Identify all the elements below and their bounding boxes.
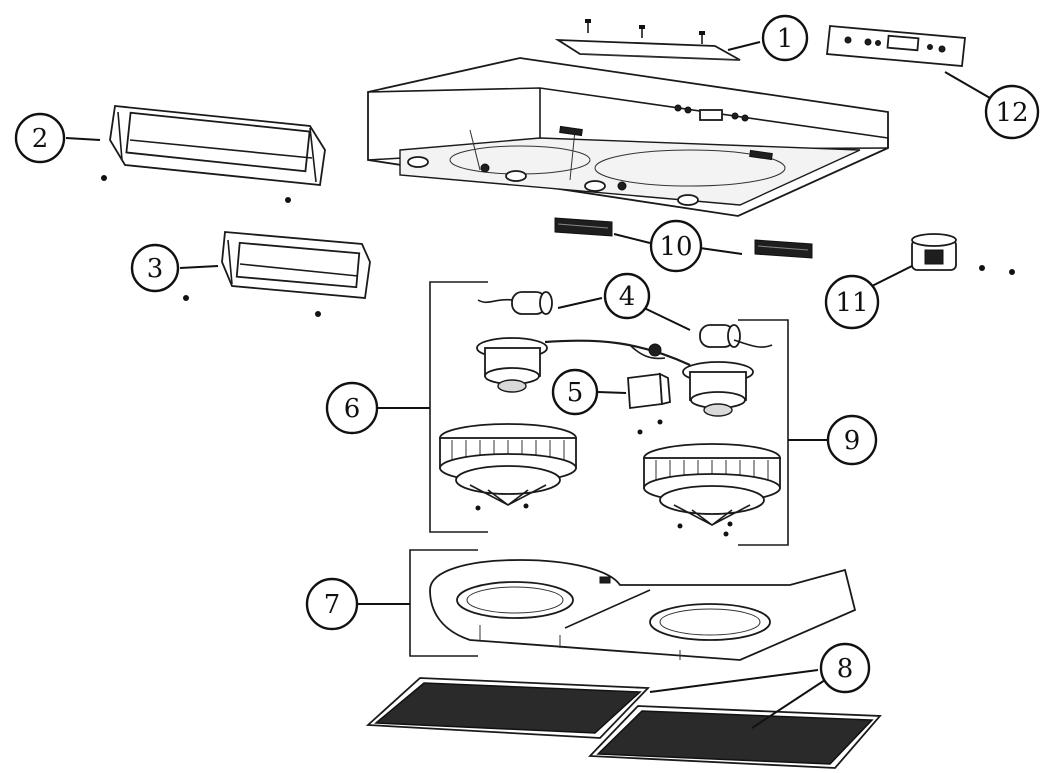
- callout-6: 6: [325, 381, 379, 435]
- callout-7: 7: [305, 577, 359, 631]
- callout-label: 6: [344, 394, 361, 424]
- callout-2: 2: [14, 112, 66, 164]
- part-duct-adapter-large: [101, 105, 326, 203]
- part-light-brackets: [554, 217, 813, 259]
- callout-9: 9: [826, 414, 878, 466]
- callout-label: 1: [777, 24, 794, 54]
- screw-icon: [585, 19, 705, 44]
- part-top-plate: [554, 19, 741, 61]
- part-hood-body: [367, 57, 889, 217]
- callout-label: 11: [835, 288, 868, 318]
- part-motors: [476, 337, 754, 417]
- callout-12: 12: [984, 84, 1040, 140]
- leader-lines: [65, 41, 991, 729]
- callout-label: 4: [619, 282, 636, 312]
- part-blower-right: [643, 443, 781, 537]
- group-bracket-9: [738, 319, 828, 546]
- part-switch-box: [911, 233, 1015, 275]
- callout-11: 11: [824, 274, 880, 330]
- callout-label: 10: [659, 232, 692, 262]
- callout-4: 4: [603, 272, 651, 320]
- callout-label: 8: [837, 654, 854, 684]
- part-capacitors: [477, 291, 773, 348]
- part-grease-filters: [365, 677, 882, 769]
- part-duct-adapter-small: [183, 231, 371, 317]
- group-bracket-7: [358, 549, 478, 657]
- callout-label: 5: [567, 378, 584, 408]
- callout-label: 3: [147, 254, 164, 284]
- callout-3: 3: [130, 243, 180, 293]
- callout-1: 1: [761, 14, 809, 62]
- callout-10: 10: [649, 219, 703, 273]
- callout-8: 8: [819, 642, 871, 694]
- part-control-panel: [826, 25, 966, 67]
- callout-label: 12: [995, 98, 1028, 128]
- part-blower-left: [439, 423, 577, 511]
- callout-label: 9: [844, 426, 861, 456]
- group-bracket-6: [378, 281, 488, 533]
- part-blower-plate: [429, 559, 857, 661]
- callout-label: 7: [324, 590, 341, 620]
- callout-5: 5: [551, 368, 599, 416]
- part-terminal-box: [627, 372, 671, 435]
- callout-label: 2: [32, 124, 49, 154]
